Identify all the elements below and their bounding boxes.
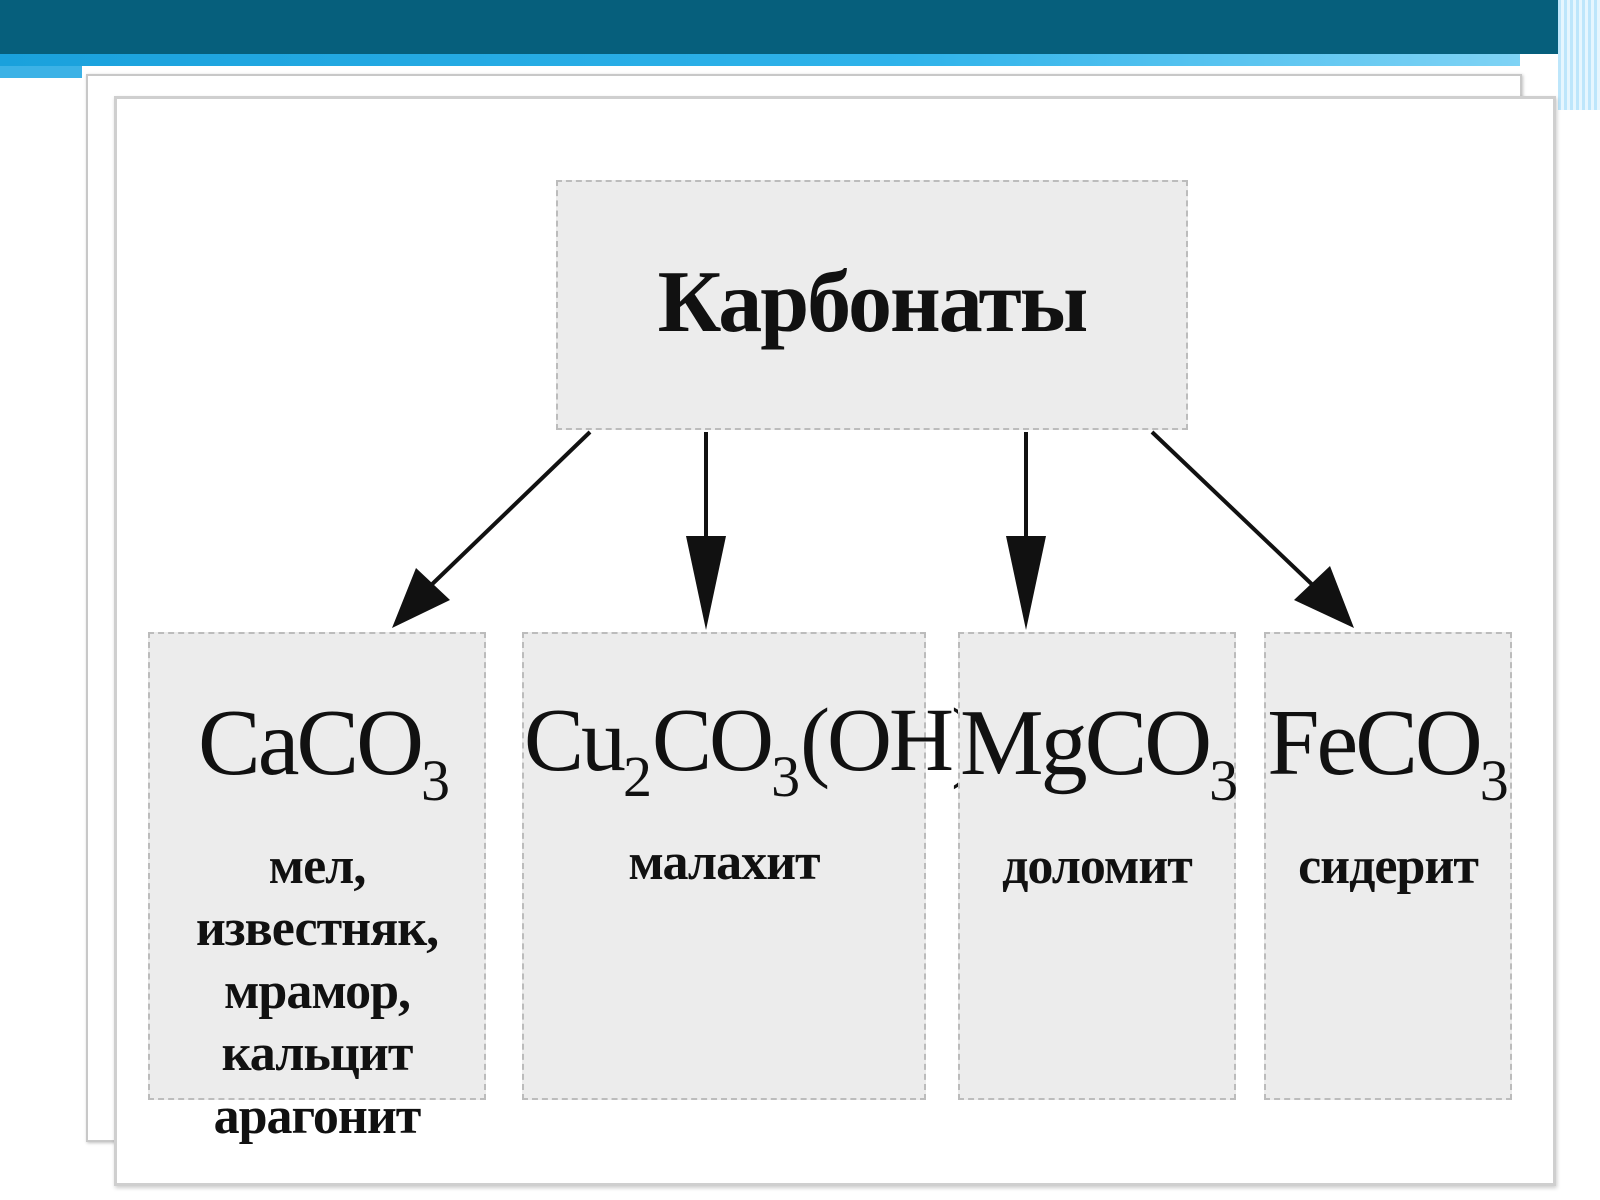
leaf-node-caco3: CaCO3 мел, известняк, мрамор, кальцит ар… [148, 632, 486, 1145]
mineral-names-feco3: сидерит [1298, 838, 1479, 895]
slide-header-bar [0, 0, 1600, 54]
formula-feco3: FeCO3 [1267, 691, 1509, 813]
mineral-names-malachite: малахит [628, 834, 820, 891]
formula-caco3: CaCO3 [198, 691, 450, 813]
leaf-node-malachite: Cu2CO3(OH)2 малахит [522, 632, 1007, 1100]
leaf-node-feco3: FeCO3 сидерит [1264, 632, 1512, 1100]
formula-mgco3: MgCO3 [960, 691, 1239, 813]
arrow-to-caco3 [392, 430, 592, 628]
slide-corner-decoration [1558, 0, 1600, 110]
root-node-carbonates: Карбонаты [556, 180, 1188, 430]
mineral-names-mgco3: доломит [1002, 838, 1193, 895]
formula-malachite: Cu2CO3(OH)2 [524, 691, 1007, 809]
mineral-names-caco3: мел, известняк, мрамор, кальцит арагонит [195, 838, 439, 1145]
arrow-to-malachite [686, 432, 726, 630]
slide-header-accent [0, 54, 1520, 66]
leaf-node-mgco3: MgCO3 доломит [958, 632, 1239, 1100]
arrow-to-siderite [1150, 430, 1354, 628]
arrow-to-dolomite [1006, 432, 1046, 630]
root-node-label: Карбонаты [657, 254, 1089, 351]
slide-header-accent-left [0, 66, 82, 78]
